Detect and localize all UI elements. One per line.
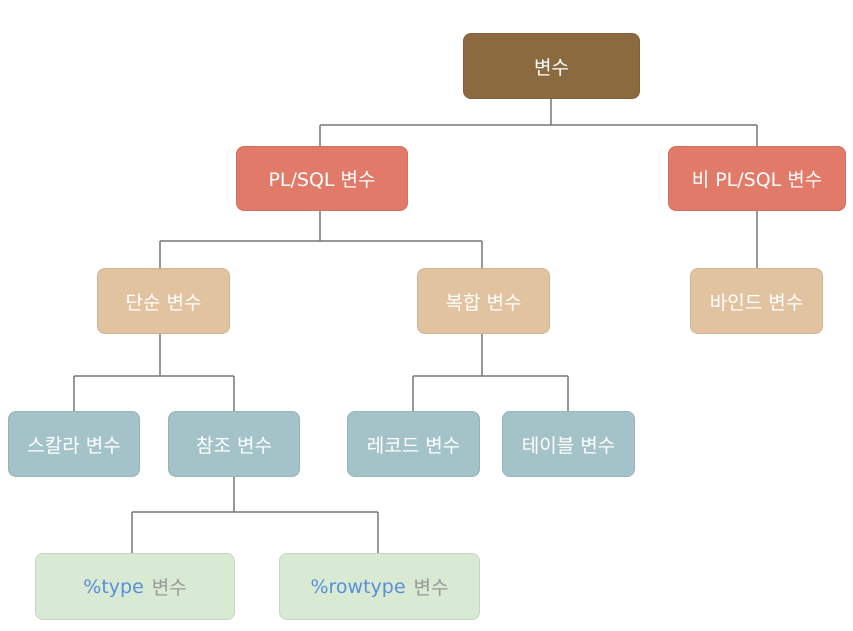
node-percent-type-variable: %type 변수	[35, 553, 235, 620]
node-label: 테이블 변수	[521, 434, 616, 457]
node-label: 레코드 변수	[366, 434, 461, 457]
node-plsql-variable: PL/SQL 변수	[236, 146, 408, 211]
node-table-variable: 테이블 변수	[502, 411, 635, 477]
node-label: 참조 변수	[196, 434, 272, 457]
node-reference-variable: 참조 변수	[168, 411, 300, 477]
node-label: 단순 변수	[125, 291, 202, 314]
node-record-variable: 레코드 변수	[347, 411, 480, 477]
node-variable: 변수	[463, 33, 640, 99]
node-label: 변수	[534, 56, 569, 79]
node-label: 변수	[151, 577, 187, 599]
node-percent-rowtype-variable: %rowtype 변수	[279, 553, 480, 620]
node-label: PL/SQL 변수	[268, 169, 376, 191]
node-simple-variable: 단순 변수	[97, 268, 230, 334]
node-non-plsql-variable: 비 PL/SQL 변수	[668, 146, 846, 211]
node-label: 바인드 변수	[709, 291, 804, 314]
node-composite-variable: 복합 변수	[417, 268, 550, 334]
node-code-label: %rowtype	[310, 575, 406, 598]
node-label: 변수	[413, 577, 449, 599]
node-code-label: %type	[83, 575, 144, 598]
node-label: 스칼라 변수	[27, 434, 121, 457]
node-label: 복합 변수	[445, 291, 522, 314]
node-label: 비 PL/SQL 변수	[691, 169, 823, 191]
node-bind-variable: 바인드 변수	[690, 268, 823, 334]
node-scalar-variable: 스칼라 변수	[8, 411, 140, 477]
